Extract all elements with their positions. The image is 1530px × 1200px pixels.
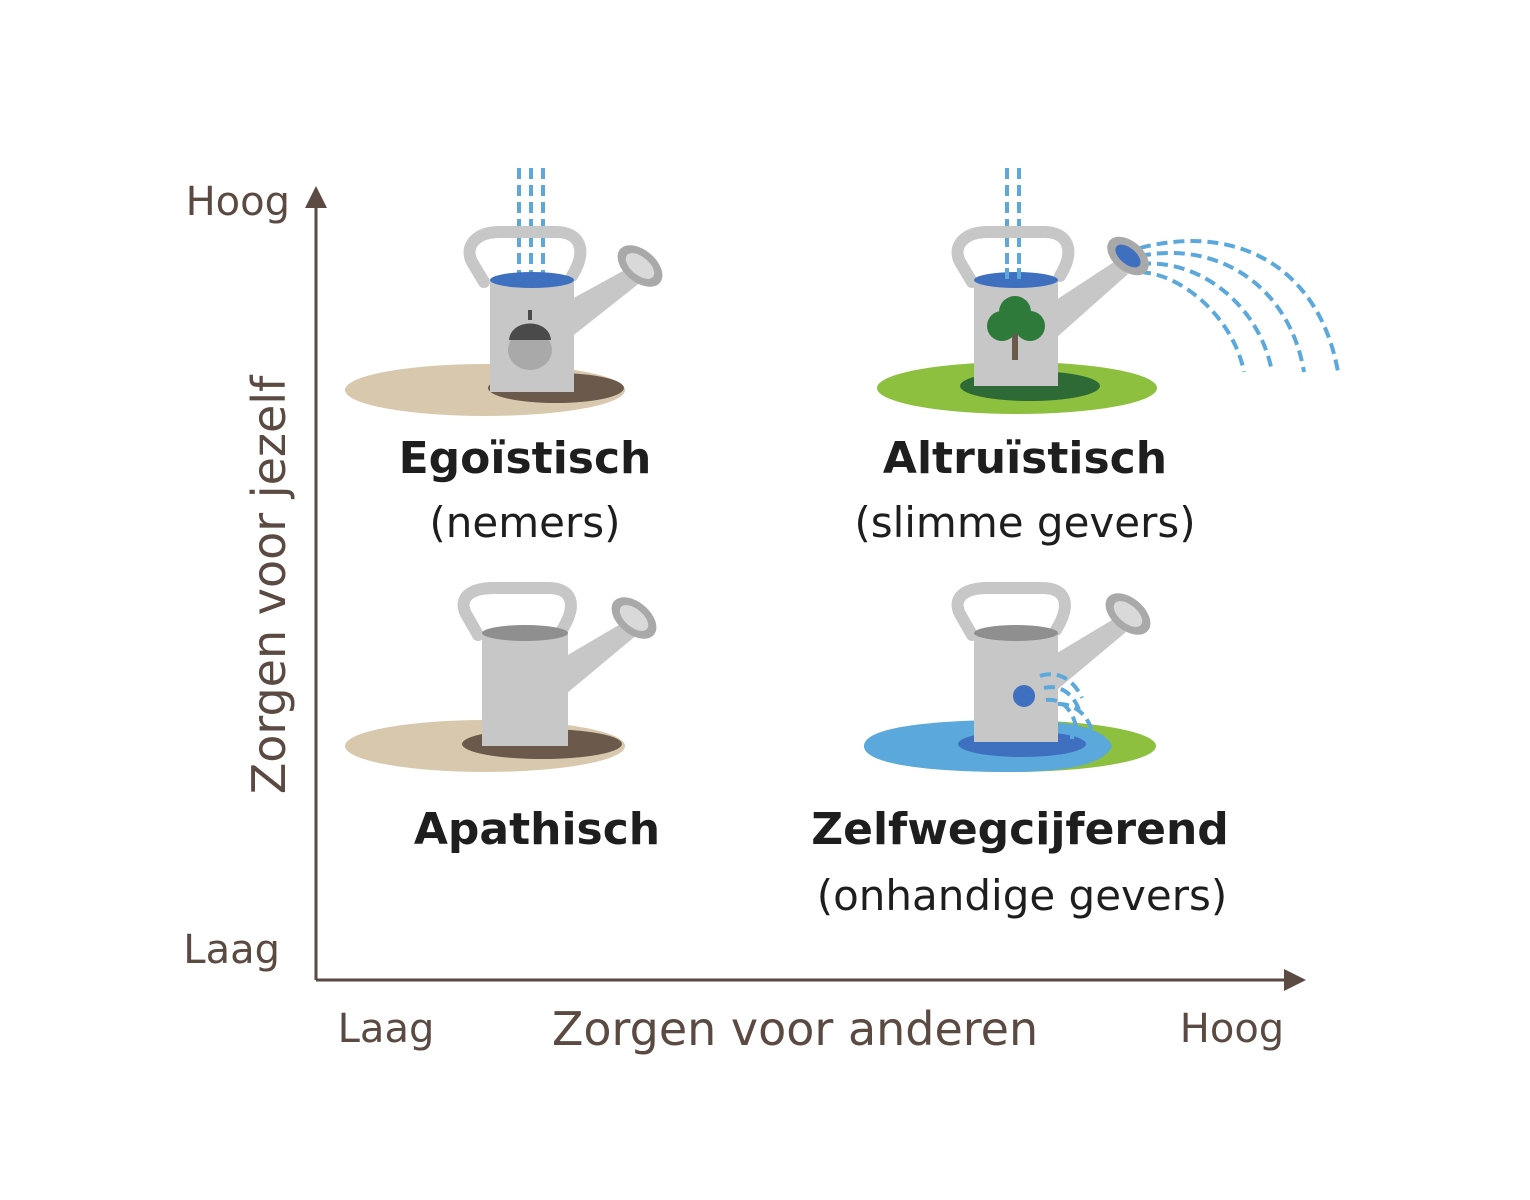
quadrant-bottom-right: Zelfwegcijferend (onhandige gevers): [811, 582, 1229, 920]
y-axis-arrow: [305, 186, 327, 208]
quadrant-title: Altruïstisch: [883, 433, 1167, 484]
x-axis-title: Zorgen voor anderen: [552, 1002, 1038, 1056]
quadrant-subtitle: (onhandige gevers): [817, 871, 1228, 920]
y-axis-low-label: Laag: [183, 927, 280, 973]
rain-drops: [517, 168, 545, 282]
watering-can-leaking-icon: [951, 582, 1151, 744]
x-axis-arrow: [1284, 969, 1306, 991]
quadrant-top-right: Altruïstisch (slimme gevers): [854, 168, 1340, 547]
y-axis-title: Zorgen voor jezelf: [242, 374, 296, 794]
quadrant-bottom-left: Apathisch: [345, 582, 660, 855]
quadrant-title: Zelfwegcijferend: [811, 804, 1229, 855]
rain-drops: [1005, 168, 1021, 282]
watering-can-tree-icon: [951, 226, 1149, 386]
y-axis-high-label: Hoog: [186, 179, 290, 225]
quadrant-subtitle: (slimme gevers): [854, 498, 1195, 547]
axes: [305, 186, 1306, 991]
watering-can-acorn-icon: [463, 226, 663, 392]
x-axis-low-label: Laag: [338, 1006, 435, 1052]
water-spray: [1139, 239, 1340, 373]
quadrant-title: Apathisch: [414, 804, 660, 855]
quadrant-subtitle: (nemers): [429, 498, 620, 547]
watering-can-empty-icon: [457, 582, 657, 746]
x-axis-high-label: Hoog: [1180, 1006, 1284, 1052]
quadrant-title: Egoïstisch: [399, 433, 652, 484]
quadrant-top-left: Egoïstisch (nemers): [345, 168, 663, 547]
